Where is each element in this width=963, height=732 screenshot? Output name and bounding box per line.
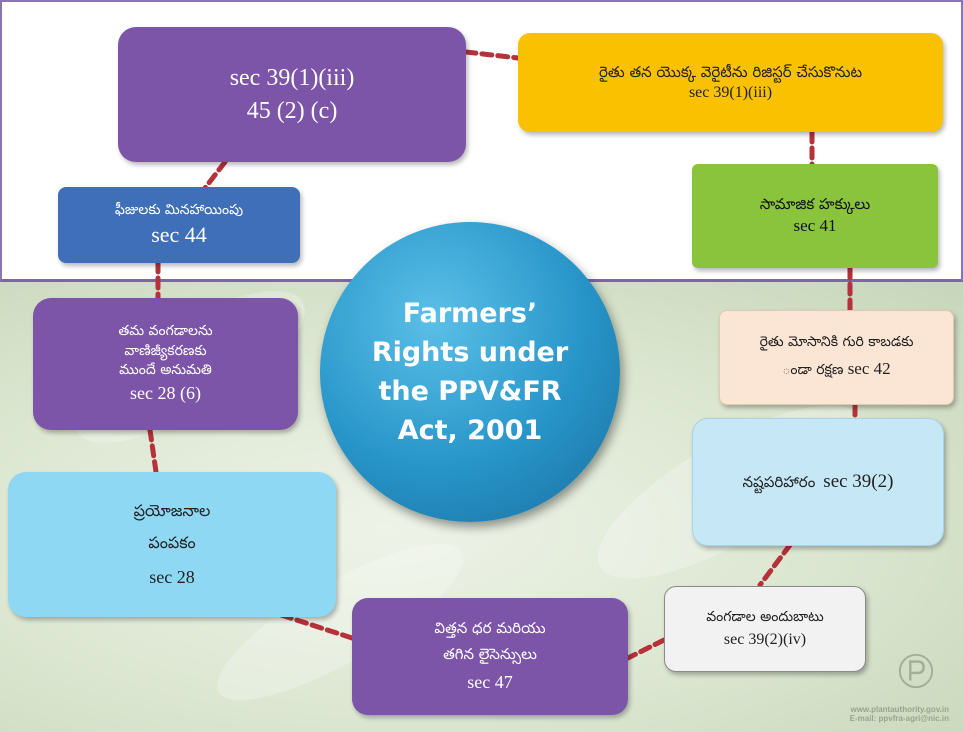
prior-permission-box: తమ వంగడాలను వాణిజ్యీకరణకు ముందే అనుమతి s… — [33, 298, 298, 430]
box-text: రైతు మోసానికి గురి కాబడకు — [759, 334, 914, 351]
chain-connector — [625, 637, 667, 661]
box-section: sec 39(2) — [823, 471, 894, 493]
community-rights-box: సామాజిక హక్కులు sec 41 — [692, 164, 938, 268]
box-section: sec 39(1)(iii) — [229, 65, 355, 92]
chain-connector — [463, 49, 521, 61]
compensation-box: నష్టపరిహారం sec 39(2) — [692, 418, 944, 546]
watermark-url: www.plantauthority.gov.in — [850, 704, 949, 714]
box-text: ముందే అనుమతి — [119, 362, 212, 379]
chain-connector — [147, 427, 159, 475]
box-section: 45 (2) (c) — [246, 97, 338, 124]
farmer-variety-registration-box: రైతు తన యొక్క వెరైటీను రిజిస్టర్ చేసుకొన… — [518, 33, 943, 132]
benefit-sharing-box: ప్రయోజనాల పంపకం sec 28 — [8, 472, 336, 617]
website-watermark: www.plantauthority.gov.in E-mail: ppvfra… — [850, 705, 949, 724]
registration-section-box: sec 39(1)(iii) 45 (2) (c) — [118, 27, 466, 162]
ppvfra-logo-icon — [898, 653, 934, 689]
box-section: sec 28 — [149, 566, 195, 587]
center-title-line: Act, 2001 — [397, 415, 543, 447]
box-section: sec 44 — [151, 221, 207, 247]
chain-connector — [202, 159, 228, 191]
box-text: వంగడాల అందుబాటు — [706, 608, 824, 625]
variety-availability-box: వంగడాల అందుబాటు sec 39(2)(iv) — [664, 586, 866, 672]
box-section: sec 41 — [793, 215, 837, 235]
box-text: విత్తన ధర మరియు — [434, 618, 546, 637]
box-text: వాణిజ్యీకరణకు — [124, 342, 207, 359]
box-section: sec 39(1)(iii) — [688, 83, 773, 101]
seed-price-box: విత్తన ధర మరియు తగిన లైసెన్సులు sec 47 — [352, 598, 628, 715]
center-title-line: Rights under — [371, 336, 569, 368]
center-title-line: the PPV&FR — [378, 376, 562, 407]
box-text: ప్రయోజనాల — [133, 500, 211, 520]
chain-connector — [757, 542, 793, 588]
innocent-infringement-box: రైతు మోసానికి గురి కాబడకు ండా రక్షణ sec … — [719, 310, 954, 405]
box-section: sec 28 (6) — [130, 382, 201, 403]
box-text: ండా రక్షణ — [782, 361, 844, 378]
watermark-email: E-mail: ppvfra-agri@nic.in — [849, 714, 949, 724]
box-text: తమ వంగడాలను — [118, 323, 213, 340]
box-text: సామాజిక హక్కులు — [759, 195, 871, 214]
box-text: పంపకం — [148, 532, 196, 552]
center-title-line: Farmers’ — [402, 297, 538, 329]
box-text: నష్టపరిహారం — [742, 472, 816, 491]
center-title-circle: Farmers’ Rights under the PPV&FR Act, 20… — [320, 222, 620, 522]
box-section: sec 39(2)(iv) — [723, 630, 807, 648]
box-text: ఫీజులకు మినహాయింపు — [114, 201, 244, 218]
fee-exemption-box: ఫీజులకు మినహాయింపు sec 44 — [58, 187, 300, 263]
box-text: తగిన లైసెన్సులు — [443, 644, 537, 663]
box-section: sec 47 — [467, 672, 513, 692]
box-section: sec 42 — [847, 358, 891, 378]
box-text: రైతు తన యొక్క వెరైటీను రిజిస్టర్ చేసుకొన… — [598, 62, 863, 81]
